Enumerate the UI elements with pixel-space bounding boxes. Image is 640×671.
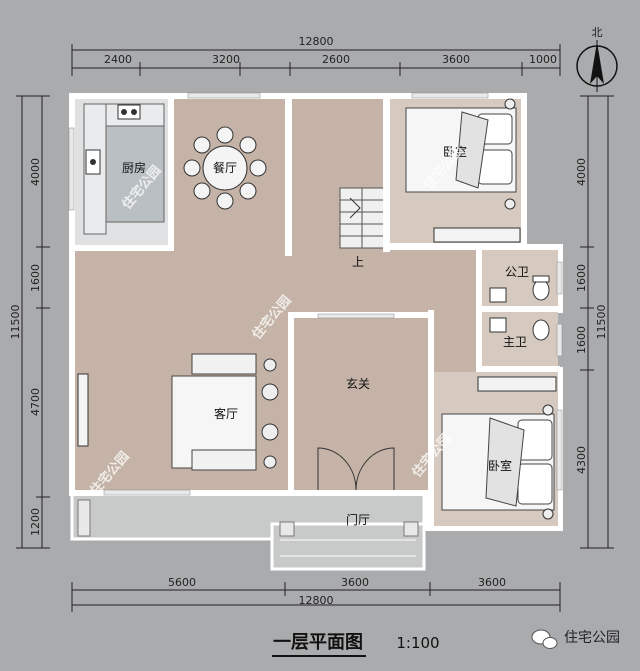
master-bath-label: 主卫 [503,335,527,349]
top-dimension-3: 2600 [322,53,350,66]
right-dimension-2: 1600 [575,264,588,292]
brand-name: 住宅公园 [564,630,620,646]
bedroom-ne-label: 卧室 [443,144,467,159]
left-dimension-4: 1200 [29,508,42,536]
dining-table-icon [183,126,267,210]
plan-title: 一层平面图 [273,632,363,653]
right-dimension-1: 4000 [575,158,588,186]
tv-cabinet [77,373,89,447]
right-total-dimension: 11500 [595,305,608,340]
top-dimension-5: 1000 [529,53,557,66]
left-dimension-1: 4000 [29,158,42,186]
bottom-total-dimension: 12800 [299,594,334,607]
top-total-dimension: 12800 [299,35,334,48]
top-dimension-2: 3200 [212,53,240,66]
right-dimension-4: 4300 [575,446,588,474]
wechat-logo-icon [531,629,558,649]
left-total-dimension: 11500 [9,305,22,340]
bed-ne-icon [405,98,517,210]
bottom-dimension-2: 3600 [341,576,369,589]
north-label: 北 [592,26,603,39]
public-bath-label: 公卫 [505,265,529,279]
staircase [339,187,385,249]
windows [68,92,563,496]
right-dimension-lines [580,95,614,549]
basin-master-icon [489,317,507,333]
window-foyer [317,313,395,319]
wardrobe-se [477,376,557,392]
kitchen-island [105,125,165,223]
foyer-label: 玄关 [346,376,370,391]
top-dimension-1: 2400 [104,53,132,66]
top-dimension-lines [71,44,561,76]
left-dimension-lines [16,95,50,549]
stove-icon [117,104,141,120]
porch-label: 门厅 [346,512,370,527]
bedroom-se-label: 卧室 [488,458,512,473]
toilet-master-icon [532,319,550,341]
bottom-dimension-lines [71,582,561,612]
entry-door-icon [317,447,395,491]
bed-se-icon [441,404,555,520]
toilet-public-icon [532,275,550,301]
kitchen-label: 厨房 [122,160,146,175]
right-dimension-3: 1600 [575,326,588,354]
top-dimension-4: 3600 [442,53,470,66]
north-arrow-icon [576,40,618,92]
bottom-dimension-1: 5600 [168,576,196,589]
stair-up-label: 上 [352,255,364,269]
bottom-dimension-3: 3600 [478,576,506,589]
porch-steps [270,522,426,571]
sink-icon [85,149,101,175]
left-dimension-3: 4700 [29,388,42,416]
basin-public-icon [489,287,507,303]
wardrobe-ne [433,227,521,243]
dining-label: 餐厅 [213,160,237,175]
plan-scale: 1:100 [396,634,439,652]
living-sofa-set-icon [171,353,279,471]
living-label: 客厅 [214,406,238,421]
left-dimension-2: 1600 [29,264,42,292]
